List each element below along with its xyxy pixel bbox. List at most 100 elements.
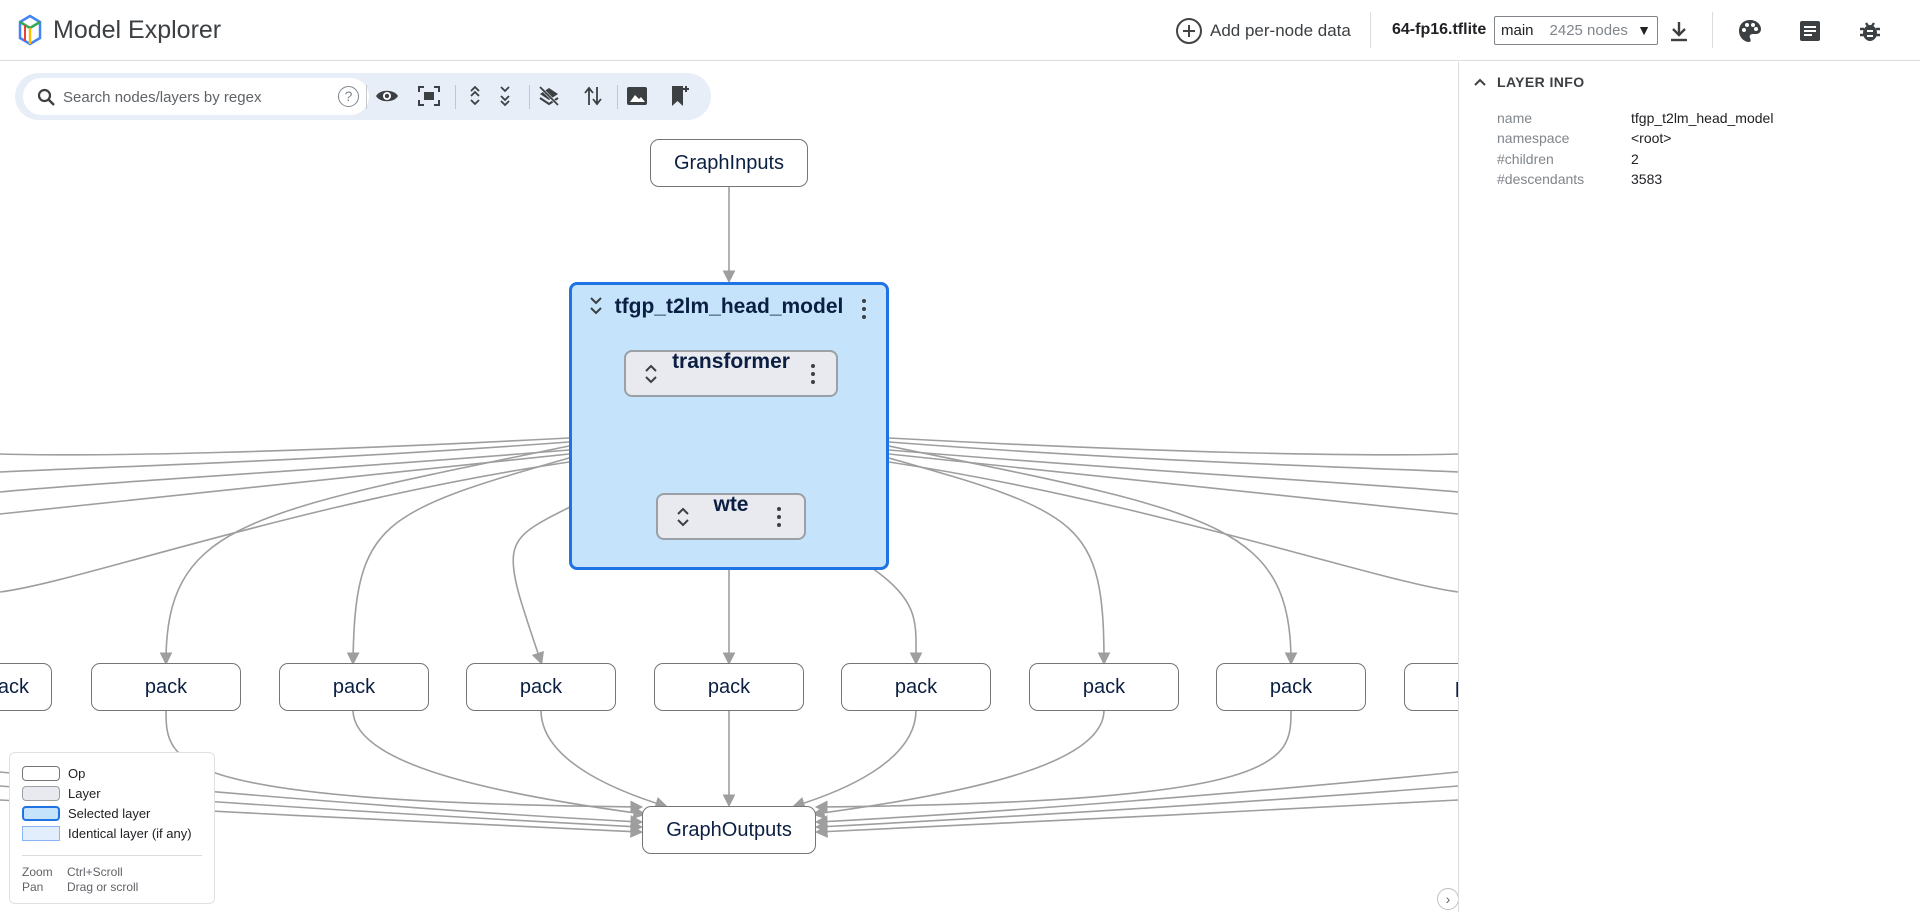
layer-node-transformer[interactable]: transformer	[624, 350, 838, 397]
info-value: <root>	[1631, 130, 1672, 146]
op-node-label: pack	[519, 675, 563, 698]
app-header: Model Explorer Add per-node data 64-fp16…	[0, 0, 1920, 61]
op-node-label: pack	[332, 675, 376, 698]
op-node-label: pack	[894, 675, 938, 698]
graph-legend: Op Layer Selected layer Identical layer …	[9, 752, 215, 904]
graph-toolbar: ?	[15, 73, 711, 120]
bug-icon[interactable]	[1855, 16, 1885, 46]
header-divider	[1370, 12, 1371, 48]
legend-swatch	[22, 765, 60, 781]
info-row-name: name tfgp_t2lm_head_model	[1497, 110, 1773, 126]
layer-node-wte[interactable]: wte	[656, 493, 806, 540]
op-node-pack[interactable]: pack	[1029, 663, 1179, 711]
toolbar-divider	[455, 85, 456, 109]
graph-outputs-label: GraphOutputs	[666, 818, 792, 841]
toolbar-divider	[617, 85, 618, 109]
more-options-icon[interactable]	[776, 507, 782, 527]
help-icon[interactable]: ?	[338, 86, 359, 107]
graph-inputs-node[interactable]: GraphInputs	[650, 139, 808, 187]
info-key: #children	[1497, 151, 1554, 167]
legend-zoom-hint: Zoom Ctrl+Scroll	[22, 865, 123, 879]
export-image-icon[interactable]	[623, 82, 651, 110]
info-value: 3583	[1631, 171, 1663, 187]
add-circle-icon	[1176, 18, 1202, 44]
palette-icon[interactable]	[1735, 16, 1765, 46]
expand-all-icon[interactable]	[461, 82, 489, 110]
op-node-label: pack	[144, 675, 188, 698]
chevron-up-icon	[1474, 78, 1486, 86]
legend-swatch	[22, 785, 60, 801]
search-box: ?	[23, 78, 369, 115]
op-node-label: pack	[0, 675, 29, 698]
legend-swatch	[22, 825, 60, 841]
op-node-label: pack	[1082, 675, 1126, 698]
fit-screen-icon[interactable]	[415, 82, 443, 110]
app-title: Model Explorer	[53, 16, 222, 44]
legend-item-identical-layer: Identical layer (if any)	[22, 824, 192, 842]
dropdown-arrow-icon: ▼	[1637, 22, 1651, 38]
op-node-label: pack	[1455, 676, 1458, 699]
op-node-pack[interactable]: pack	[1404, 663, 1458, 711]
info-row-children: #children 2	[1497, 151, 1639, 167]
add-per-node-data-label: Add per-node data	[1210, 21, 1351, 40]
layers-clear-icon[interactable]	[535, 82, 563, 110]
model-explorer-logo-icon	[18, 14, 42, 46]
info-side-panel: LAYER INFO name tfgp_t2lm_head_model name…	[1458, 62, 1920, 912]
collapse-all-icon[interactable]	[491, 82, 519, 110]
op-node-pack[interactable]: pack	[654, 663, 804, 711]
chevron-right-icon[interactable]: ›	[1437, 888, 1458, 910]
selected-layer-node[interactable]: tfgp_t2lm_head_model transformer wte	[569, 282, 889, 570]
op-node-pack[interactable]: pack	[91, 663, 241, 711]
add-per-node-data-button[interactable]: Add per-node data	[1176, 18, 1351, 44]
graph-select-value: main	[1501, 22, 1534, 39]
layer-label-transformer: transformer	[672, 350, 790, 373]
op-node-pack[interactable]: pack	[1216, 663, 1366, 711]
pan-label: Pan	[22, 880, 44, 894]
graph-node-count: 2425 nodes	[1549, 22, 1628, 39]
flip-direction-icon[interactable]	[579, 82, 607, 110]
op-node-pack[interactable]: pack	[0, 663, 52, 711]
model-name: 64-fp16.tflite	[1392, 21, 1487, 38]
expand-layer-icon[interactable]	[643, 364, 659, 384]
download-icon[interactable]	[1664, 16, 1694, 46]
layer-info-title: LAYER INFO	[1497, 74, 1585, 90]
info-value: 2	[1631, 151, 1639, 167]
op-node-label: pack	[1269, 675, 1313, 698]
toolbar-divider	[366, 85, 367, 109]
search-input[interactable]	[63, 86, 323, 108]
op-node-pack[interactable]: pack	[279, 663, 429, 711]
zoom-label: Zoom	[22, 865, 53, 879]
legend-item-layer: Layer	[22, 784, 101, 802]
graph-outputs-node[interactable]: GraphOutputs	[642, 806, 816, 854]
legend-label: Selected layer	[68, 805, 151, 821]
graph-select[interactable]: main 2425 nodes ▼	[1494, 16, 1658, 45]
search-icon	[37, 88, 55, 106]
legend-divider	[22, 855, 202, 856]
selected-layer-label: tfgp_t2lm_head_model	[614, 295, 844, 318]
op-node-pack[interactable]: pack	[841, 663, 991, 711]
layer-info-section-header[interactable]: LAYER INFO	[1473, 74, 1585, 90]
bookmark-add-icon[interactable]	[666, 82, 694, 110]
legend-item-selected-layer: Selected layer	[22, 804, 150, 822]
info-key: name	[1497, 110, 1533, 126]
info-value: tfgp_t2lm_head_model	[1631, 110, 1774, 126]
more-options-icon[interactable]	[861, 299, 867, 319]
legend-pan-hint: Pan Drag or scroll	[22, 880, 138, 894]
more-options-icon[interactable]	[810, 364, 816, 384]
graph-inputs-label: GraphInputs	[673, 151, 785, 174]
legend-label: Op	[68, 765, 86, 781]
info-key: namespace	[1497, 130, 1570, 146]
op-node-pack[interactable]: pack	[466, 663, 616, 711]
pan-value: Drag or scroll	[67, 880, 139, 894]
notes-icon[interactable]	[1795, 16, 1825, 46]
collapse-layer-icon[interactable]	[588, 296, 604, 316]
expand-layer-icon[interactable]	[675, 507, 691, 527]
zoom-value: Ctrl+Scroll	[67, 865, 123, 879]
legend-label: Identical layer (if any)	[68, 825, 192, 841]
toolbar-divider	[529, 85, 530, 109]
visibility-icon[interactable]	[373, 82, 401, 110]
graph-canvas[interactable]: ? GraphInputs	[0, 62, 1458, 912]
info-key: #descendants	[1497, 171, 1585, 187]
legend-label: Layer	[68, 785, 101, 801]
legend-swatch	[22, 805, 60, 821]
